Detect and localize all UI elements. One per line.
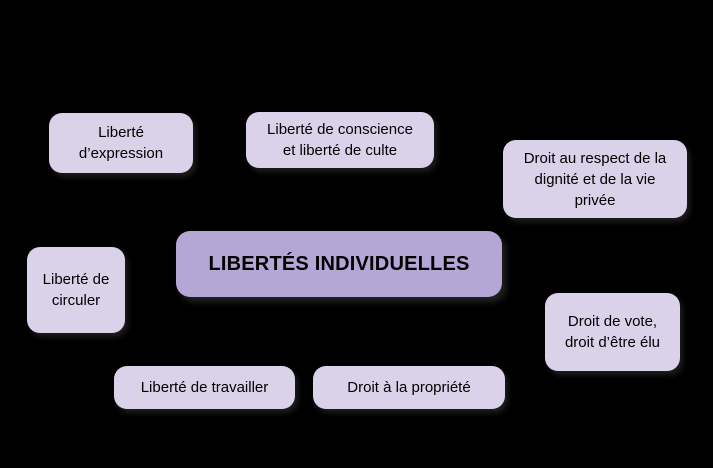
center-node-title: LIBERTÉS INDIVIDUELLES xyxy=(208,253,470,275)
node-droit-propriete-label: Droit à la propriété xyxy=(347,379,471,396)
node-liberte-conscience-culte-label: Liberté de conscience et liberté de cult… xyxy=(267,121,413,159)
node-liberte-circuler: Liberté de circuler xyxy=(27,247,125,333)
node-droit-vote-etre-elu: Droit de vote, droit d’être élu xyxy=(545,293,680,371)
node-liberte-expression: Liberté d’expression xyxy=(49,113,193,173)
node-liberte-travailler: Liberté de travailler xyxy=(114,366,295,409)
node-liberte-circuler-label: Liberté de circuler xyxy=(42,271,110,309)
node-liberte-expression-label: Liberté d’expression xyxy=(78,124,164,162)
node-liberte-conscience-culte: Liberté de conscience et liberté de cult… xyxy=(246,112,434,168)
node-droit-propriete: Droit à la propriété xyxy=(313,366,505,409)
node-liberte-travailler-label: Liberté de travailler xyxy=(140,379,269,396)
center-node-libertes-individuelles: LIBERTÉS INDIVIDUELLES xyxy=(176,231,502,297)
node-droit-vote-etre-elu-label: Droit de vote, droit d’être élu xyxy=(564,313,661,351)
node-droit-dignite-vie-privee-label: Droit au respect de la dignité et de la … xyxy=(523,149,667,209)
node-droit-dignite-vie-privee: Droit au respect de la dignité et de la … xyxy=(503,140,687,218)
